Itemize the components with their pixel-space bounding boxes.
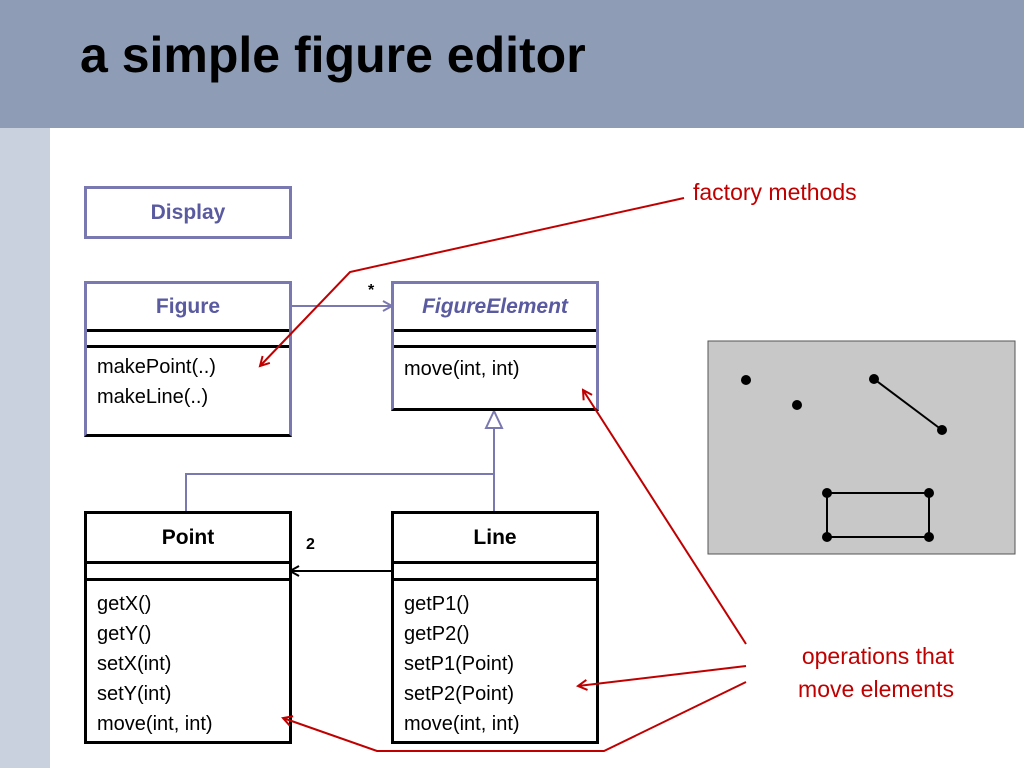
class-point-name: Point [87,514,289,564]
class-point-operations: getX() getY() setX(int) setY(int) move(i… [87,581,289,739]
multiplicity-two: 2 [306,536,315,553]
side-bar [0,128,50,768]
operation-item: getP1() [404,593,470,615]
class-line-attributes [394,564,596,581]
operation-item: move(int, int) [404,713,520,735]
operation-item: makeLine(..) [97,386,209,408]
class-figure-element-attributes [394,332,596,348]
operation-item: setP2(Point) [404,683,515,705]
operation-item: move(int, int) [404,358,520,380]
operation-item: move(int, int) [97,713,213,735]
class-figure-attributes [87,332,289,348]
annotation-operations-move: operations that move elements [798,640,954,706]
operation-item: setP1(Point) [404,653,515,675]
slide-title: a simple figure editor [80,27,586,83]
class-display: Display [84,186,292,239]
class-point-attributes [87,564,289,581]
annotation-factory-methods: factory methods [693,179,857,205]
class-point: Point getX() getY() setX(int) setY(int) … [84,511,292,744]
operation-item: getX() [97,593,152,615]
class-figure-element: FigureElement move(int, int) [391,281,599,411]
operation-item: makePoint(..) [97,356,216,378]
class-figure-name: Figure [87,284,289,332]
operation-item: setY(int) [97,683,172,705]
slide-header [0,0,1024,128]
class-figure-element-operations: move(int, int) [394,348,596,384]
operation-item: setX(int) [97,653,172,675]
annotation-operations-line2: move elements [798,676,954,702]
class-figure-operations: makePoint(..) makeLine(..) [87,348,289,412]
class-display-name: Display [150,200,226,224]
multiplicity-star: * [368,282,375,299]
operation-item: getY() [97,623,152,645]
generalization-triangle [484,408,504,429]
operation-item: getP2() [404,623,470,645]
inheritance-tree [185,473,494,512]
class-line: Line getP1() getP2() setP1(Point) setP2(… [391,511,599,744]
class-figure-element-name: FigureElement [394,284,596,332]
class-line-operations: getP1() getP2() setP1(Point) setP2(Point… [394,581,596,739]
class-line-name: Line [394,514,596,564]
annotation-operations-line1: operations that [801,643,954,669]
class-figure: Figure makePoint(..) makeLine(..) [84,281,292,437]
